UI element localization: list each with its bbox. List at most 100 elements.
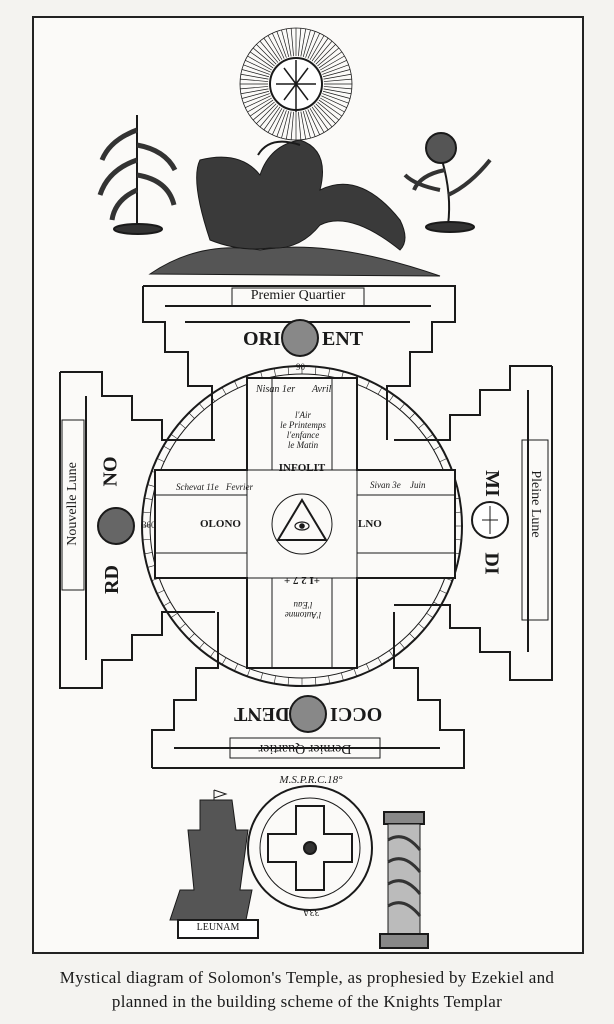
sun-ray [272,33,285,59]
ring-tick [418,422,425,429]
ring-tick [353,668,358,677]
ring-tick [426,612,434,619]
ring-tick [142,511,151,514]
sun-ray [267,35,283,60]
ring-tick [163,601,171,607]
ring-tick [179,422,186,429]
seal-icon [247,785,373,911]
ring-tick [142,538,151,541]
ring-tick [287,677,290,686]
pelican-icon [148,139,441,277]
sun-ray [320,55,345,71]
sun-ray [240,73,269,80]
cross-top-word: INFOLIT [278,462,326,474]
ring-tick [287,366,290,375]
sun-ray [300,28,307,57]
tower-label: LEUNAM [196,922,240,933]
sun-ray [259,40,279,63]
sun-ray [249,99,274,117]
cross-left-month-2: Fevrier [226,482,253,492]
sun-ray [245,95,271,108]
sun-ray [240,86,269,90]
ring-tick [198,403,205,410]
sun-ray [322,64,349,75]
sun-ray [320,97,345,113]
ring-tick [163,445,171,451]
sun-ray [317,47,340,67]
label-nord-top: NO [99,456,122,487]
ring-tick [144,497,153,500]
sun-ray [322,90,351,99]
cross-bottom-text-2: l'Automne [284,610,322,620]
sun-ray [313,40,333,63]
sun-ray [323,78,352,82]
sun-ray [249,51,274,69]
ring-tick [388,394,395,402]
ring-tick [209,650,216,658]
sun-ray [302,29,311,58]
ring-tick [234,663,239,672]
sun-ray [305,31,316,58]
sun-ray [313,105,333,128]
sun-ray [263,106,281,131]
cross-top-text-4: le Matin [287,440,319,450]
sun-ray [285,28,292,57]
ring-tick [170,612,178,619]
sun-ray [281,110,290,139]
sun-ray [322,93,349,104]
ring-number-360: 360 [142,520,156,530]
seal-ring-text: M.S.P.R.C.18° [279,774,343,786]
sun-ray [318,51,343,69]
sun-ray [318,99,343,117]
ring-tick [246,668,251,677]
sun-icon [239,27,353,141]
ring-tick [156,589,165,594]
ring-tick [188,412,195,419]
pillar-icon [379,811,429,949]
ring-tick [341,672,344,681]
caption-line-2: planned in the building scheme of the Kn… [111,992,503,1011]
ring-tick [377,657,383,665]
ring-tick [439,589,448,594]
moon-face-left-icon [97,507,135,545]
sun-ray [323,86,352,90]
sun-ray [267,108,283,133]
sun-ray [322,69,351,78]
sun-ray [263,37,281,62]
ring-tick [328,675,331,684]
ring-tick [314,366,317,375]
ring-tick [365,380,370,389]
ring-tick [147,484,156,487]
sun-ray [243,93,270,104]
sun-ray [285,111,292,140]
inner-cross [154,377,456,669]
sun-ray [243,64,270,75]
label-orient-left: ORI [243,328,281,350]
ring-tick [156,458,165,463]
sun-ray [290,28,294,57]
label-nord-bottom: RD [100,565,123,594]
ring-tick [234,380,239,389]
sun-ray [300,111,307,140]
moon-face-bottom-icon [289,695,327,733]
ring-tick [314,677,317,686]
ring-tick [221,387,227,395]
ring-tick [170,433,178,440]
ring-tick [418,623,425,630]
label-orient-right: ENT [322,328,364,350]
sun-ray [241,69,270,78]
ring-tick [433,601,441,607]
ring-tick [409,412,416,419]
sun-ray [245,60,271,73]
label-premier-quartier: Premier Quartier [250,288,346,303]
ring-tick [388,650,395,658]
sun-ray [290,111,294,140]
ring-tick [273,368,276,377]
cross-top-month-1: Nisan 1er [256,384,296,395]
left-arm [59,371,215,689]
sun-ray [276,110,287,137]
sun-ray [307,109,320,135]
label-occident-right: DENT [234,703,290,725]
sun-ray [307,33,320,59]
